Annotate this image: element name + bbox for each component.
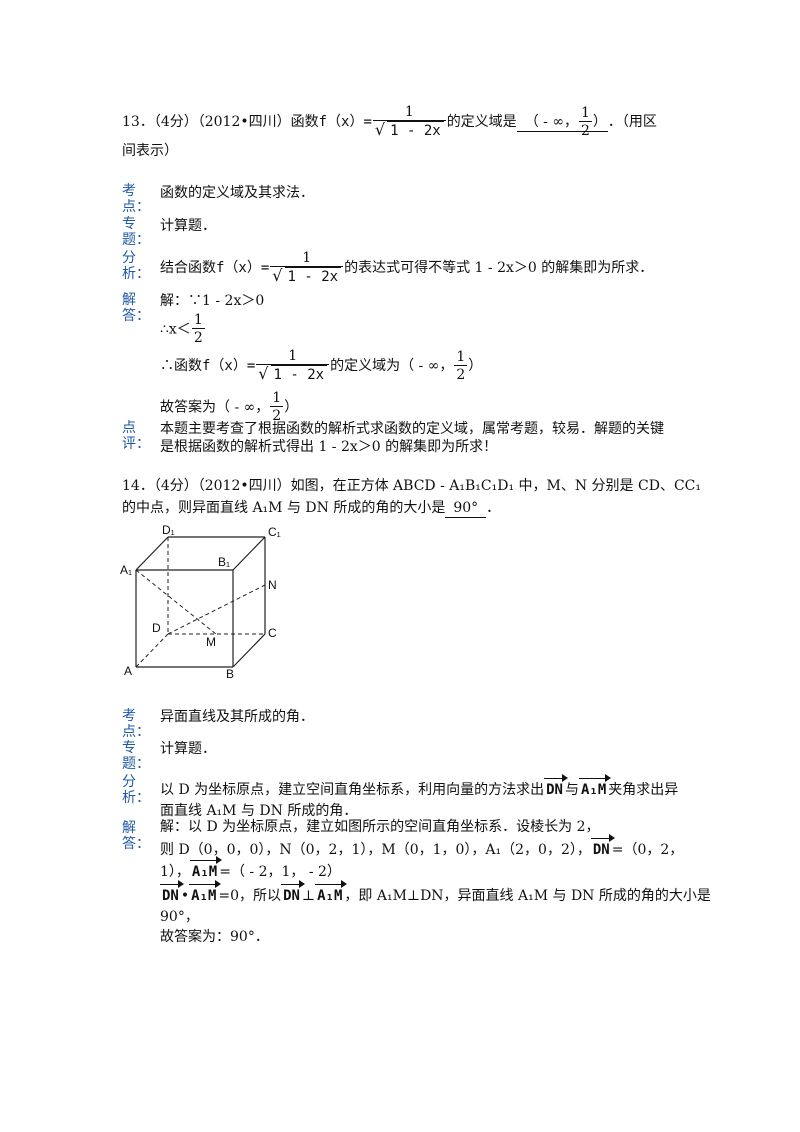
label-N: N [268, 578, 277, 592]
label-A: A [124, 664, 132, 678]
q14-kaodian-label: 考点： [122, 708, 150, 740]
edge-A1D1 [135, 536, 169, 571]
q14-fenxi-line2: 面直线 A₁M 与 DN 所成的角． [160, 803, 358, 819]
q13-jie-line1: 解：∵1 - 2x＞0 [160, 293, 265, 309]
q14-zhuanti: 计算题． [160, 741, 216, 757]
q14-jie-line1: 解：以 D 为坐标原点，建立如图所示的空间直角坐标系．设棱长为 2， [160, 819, 600, 835]
label-D: D [152, 621, 161, 635]
label-B1: B₁ [218, 555, 230, 569]
label-C: C [268, 626, 277, 640]
q14-jieda-label: 解答： [122, 820, 150, 852]
segment-DN [167, 584, 266, 635]
edge-C1B1 [232, 536, 266, 571]
edge-BC [232, 633, 266, 668]
q13-jieda-label: 解答： [122, 292, 150, 324]
q13-dianping-line1: 本题主要考查了根据函数的解析式求函数的定义域，属常考题，较易．解题的关键 [160, 421, 664, 437]
label-B: B [226, 667, 234, 681]
q14-fenxi-label: 分析： [122, 774, 150, 806]
q13-dianping-line2: 是根据函数的解析式得出 1 - 2x＞0 的解集即为所求！ [160, 439, 498, 455]
label-M: M [206, 635, 216, 649]
q14-jie-line3: 1），A₁M=（ - 2，1， - 2） [160, 856, 341, 883]
q14-jie-line6: 故答案为：90°． [160, 929, 269, 945]
q14-zhuanti-label: 专题： [122, 740, 150, 772]
q14-kaodian: 异面直线及其所成的角． [160, 709, 314, 725]
q13-zhuanti-label: 专题： [122, 216, 150, 248]
label-D1: D₁ [162, 523, 175, 537]
label-A1: A₁ [120, 563, 132, 577]
q13-kaodian: 函数的定义域及其求法． [160, 185, 314, 201]
q13-stem-line2: 间表示） [122, 143, 178, 159]
label-C1: C₁ [268, 525, 281, 539]
edge-DA [135, 633, 169, 668]
q13-zhuanti: 计算题． [160, 218, 216, 234]
q13-fenxi-label: 分析： [122, 250, 150, 282]
q14-jie-line2: 则 D（0，0，0），N（0，2，1），M（0，1，0），A₁（2，0，2），D… [160, 834, 683, 861]
q14-jie-line5: 90°， [160, 909, 199, 925]
cube-figure: D₁ C₁ A₁ B₁ N D M C A B [120, 523, 281, 681]
q13-dianping-label: 点评： [122, 420, 150, 452]
q13-kaodian-label: 考点： [122, 183, 150, 215]
q14-stem-line1: 14．（4分）（2012•四川）如图，在正方体 ABCD - A₁B₁C₁D₁ … [122, 478, 701, 494]
segment-A1M [135, 569, 217, 635]
